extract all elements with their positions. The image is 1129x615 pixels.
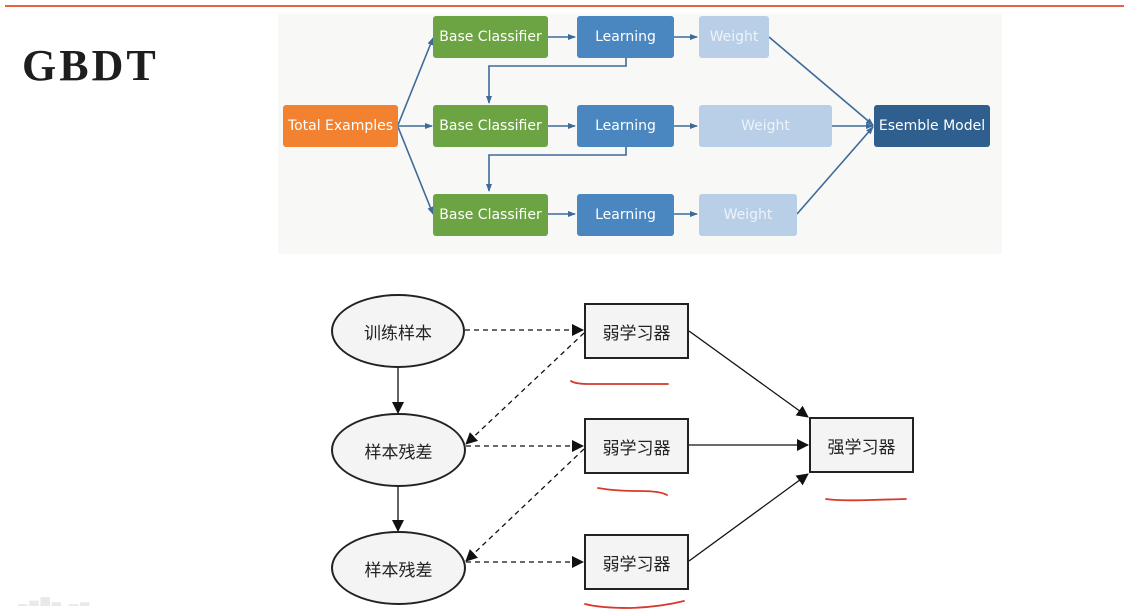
residual-samples-node-2: 样本残差 xyxy=(331,531,466,605)
strong-learner-node: 强学习器 xyxy=(809,417,914,473)
edge-weight-ensemble-1 xyxy=(768,36,874,126)
annotation-underline-weak-2 xyxy=(597,487,668,496)
weak-learner-node-3: 弱学习器 xyxy=(584,534,689,590)
base-classifier-node-1: Base Classifier xyxy=(433,16,548,58)
annotation-underline-weak-1 xyxy=(570,380,669,385)
edge-feedback-1 xyxy=(486,58,627,104)
learning-node-1: Learning xyxy=(577,16,674,58)
weak-learner-node-1: 弱学习器 xyxy=(584,303,689,359)
learning-node-2: Learning xyxy=(577,105,674,147)
weight-node-2: Weight xyxy=(699,105,832,147)
edge-weak-3-to-strong xyxy=(688,473,809,562)
base-classifier-node-3: Base Classifier xyxy=(433,194,548,236)
slide-title: GBDT xyxy=(22,41,159,90)
residual-samples-node-1: 样本残差 xyxy=(331,413,466,487)
weak-learner-node-2: 弱学习器 xyxy=(584,418,689,474)
edge-source-classifier-1 xyxy=(397,37,434,126)
edge-weak-1-to-strong xyxy=(688,330,809,418)
total-examples-node: Total Examples xyxy=(283,105,398,147)
ensemble-model-node: Esemble Model xyxy=(874,105,990,147)
annotation-underline-weak-3 xyxy=(584,600,685,609)
weight-node-3: Weight xyxy=(699,194,797,236)
edge-weight-ensemble-3 xyxy=(796,126,874,215)
edge-feedback-2 xyxy=(486,147,627,192)
learning-node-3: Learning xyxy=(577,194,674,236)
watermark-logo: ▁▃▅▂ ▁▂ xyxy=(18,592,92,606)
edge-weak-2-to-sample-3 xyxy=(465,448,585,562)
top-accent-rule xyxy=(5,5,1124,7)
weight-node-1: Weight xyxy=(699,16,769,58)
edge-weak-1-to-sample-2 xyxy=(465,332,585,445)
annotation-underline-strong xyxy=(825,498,907,502)
base-classifier-node-2: Base Classifier xyxy=(433,105,548,147)
edge-source-classifier-3 xyxy=(397,126,434,215)
training-samples-node: 训练样本 xyxy=(331,294,465,368)
